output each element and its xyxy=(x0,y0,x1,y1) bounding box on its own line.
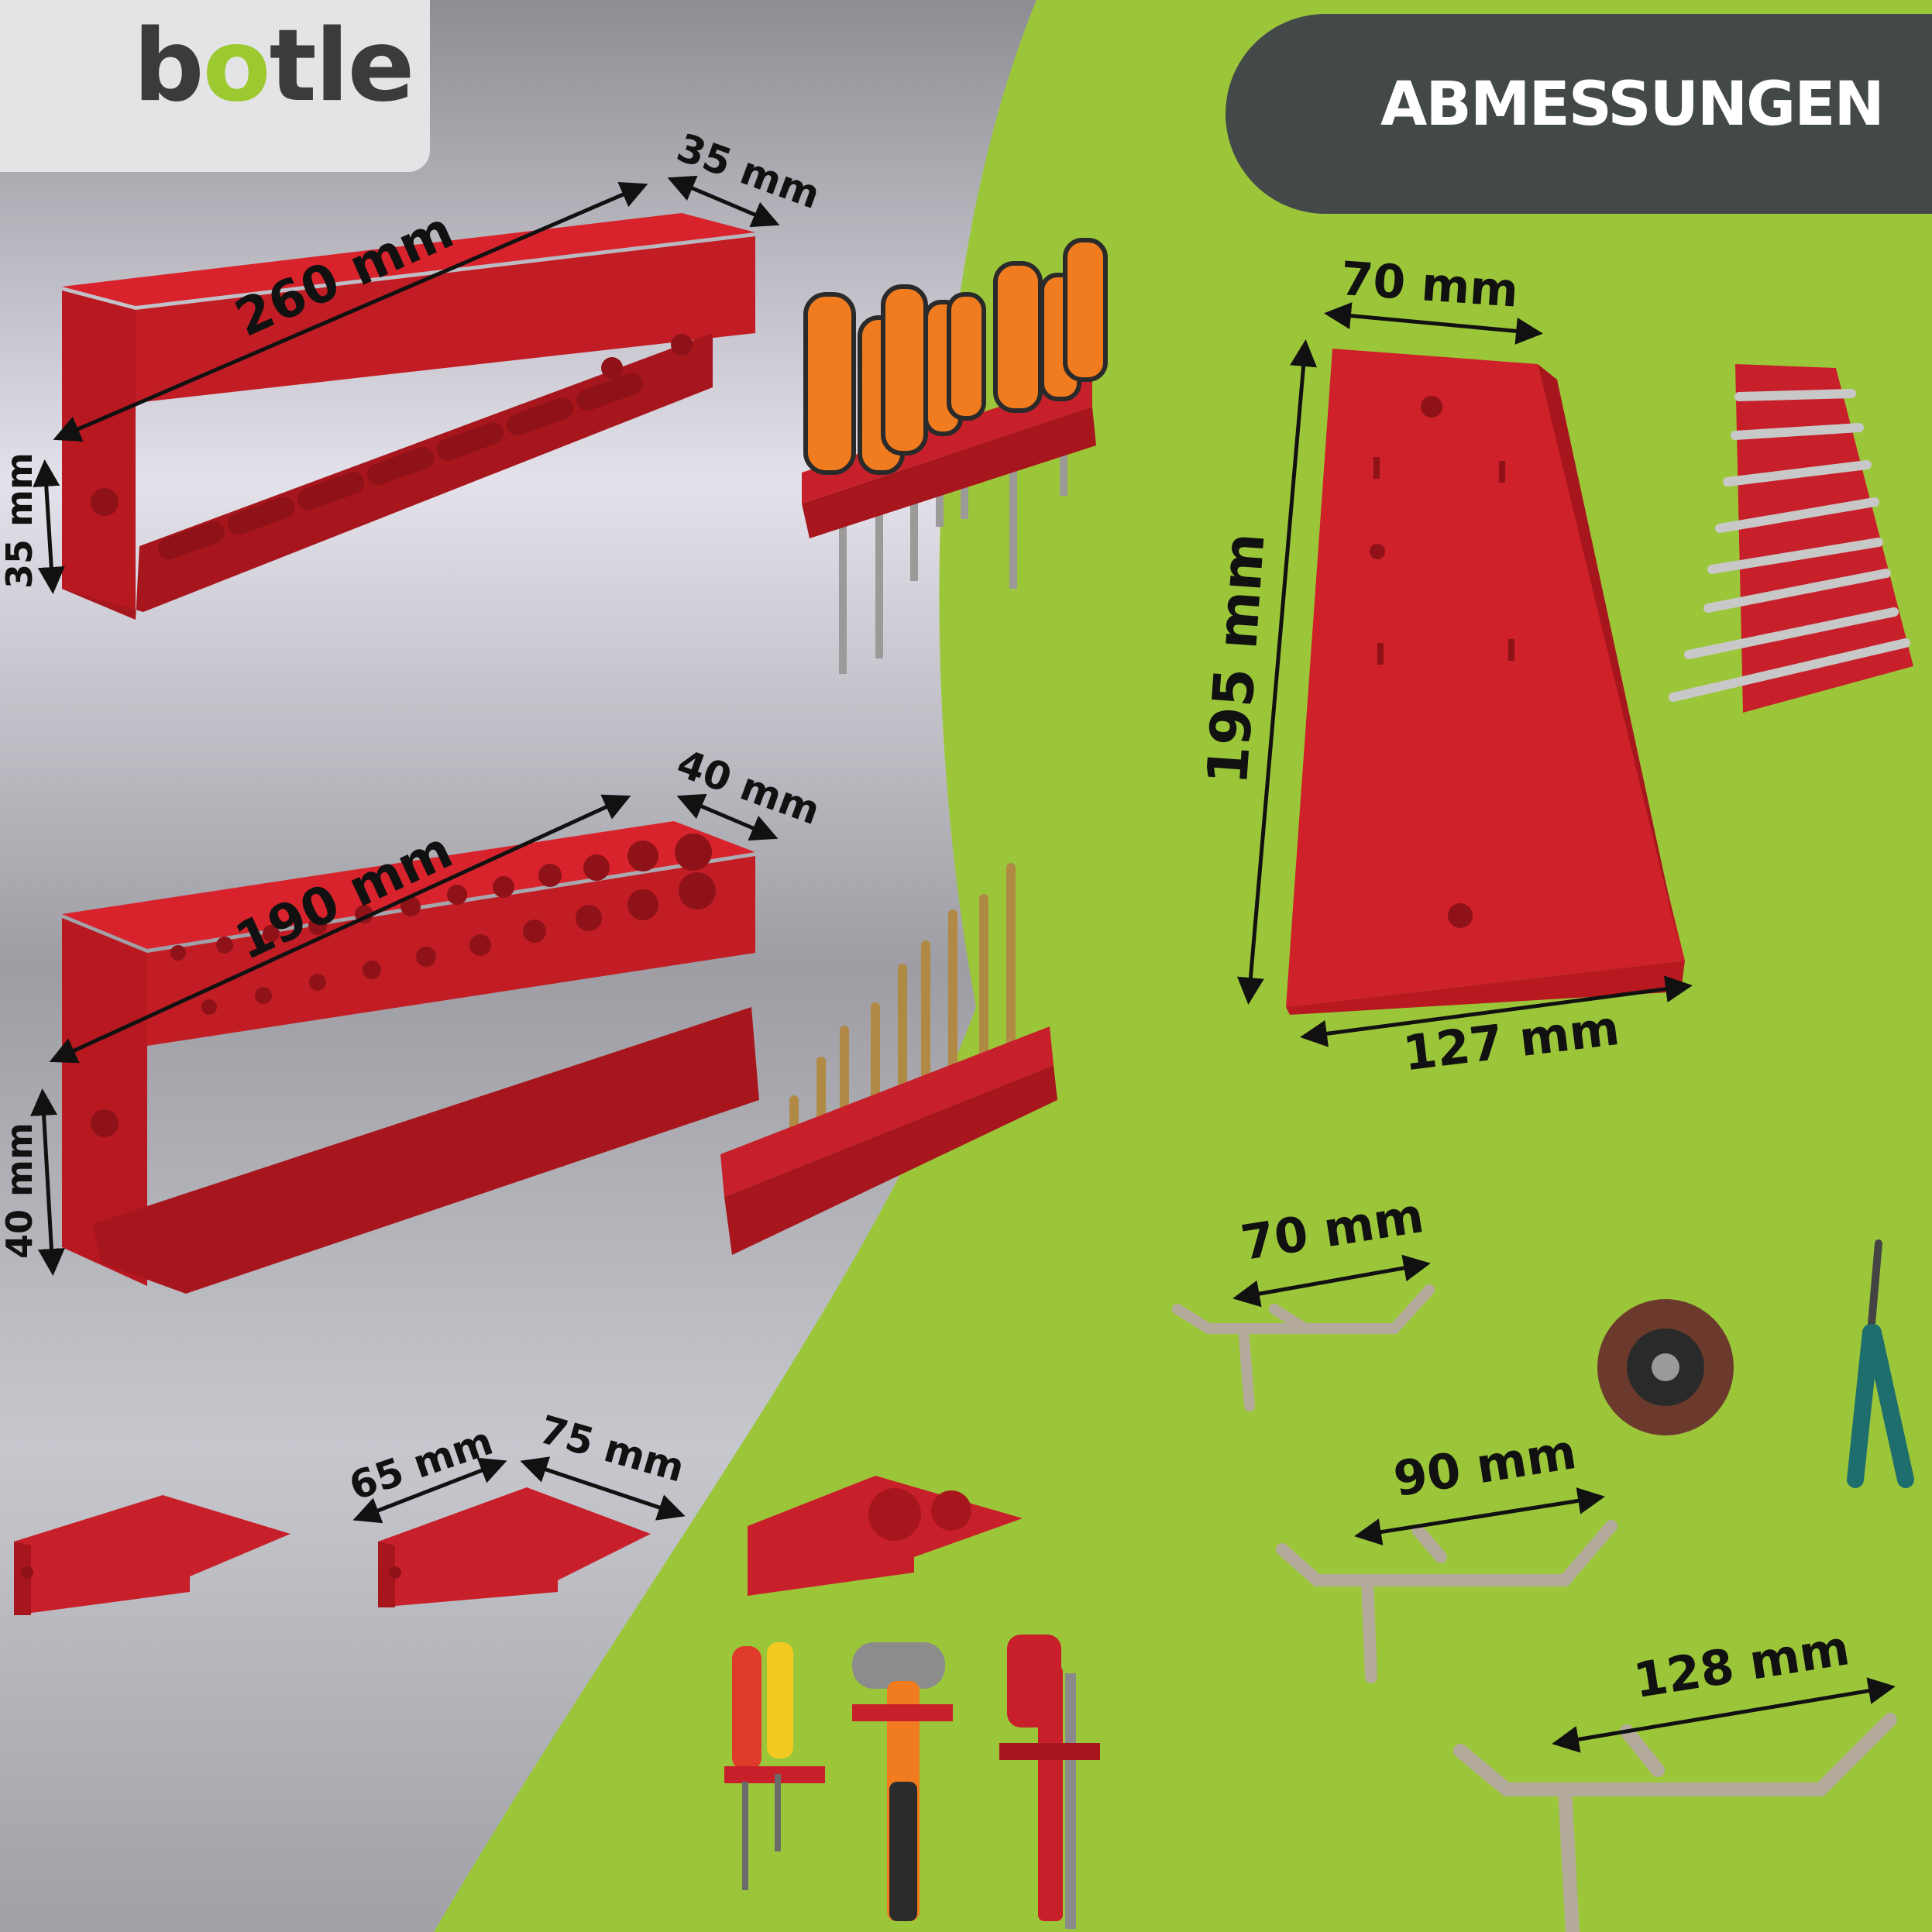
label-wrench-rack-height: 195 mm xyxy=(1195,530,1277,787)
pipe-wrench-in-holder xyxy=(999,1635,1100,1929)
screwdriver-rack-with-tools xyxy=(802,238,1108,674)
tool-holder-1 xyxy=(14,1495,290,1615)
flap-disc xyxy=(1597,1299,1734,1435)
drill-rack-with-bits xyxy=(720,863,1057,1255)
page-title: ABMESSUNGEN xyxy=(1380,70,1885,139)
header-banner xyxy=(1226,14,1932,214)
label-drill-rack-height: 40 mm xyxy=(0,1122,40,1259)
tool-holder-3 xyxy=(748,1476,1023,1596)
brand-logo: botle xyxy=(0,0,430,172)
label-screwdriver-rack-height: 35 mm xyxy=(0,452,40,589)
hook-70mm xyxy=(1172,1284,1435,1411)
dimension-arrows xyxy=(30,175,1896,1753)
brand-name: botle xyxy=(133,9,414,124)
hammer-in-holder xyxy=(852,1642,953,1921)
label-wrench-rack-top-width: 70 mm xyxy=(1339,252,1521,318)
screwdrivers-in-holder xyxy=(724,1642,825,1890)
wrench-rack-with-wrenches xyxy=(1669,364,1913,713)
pliers xyxy=(1847,1239,1914,1488)
